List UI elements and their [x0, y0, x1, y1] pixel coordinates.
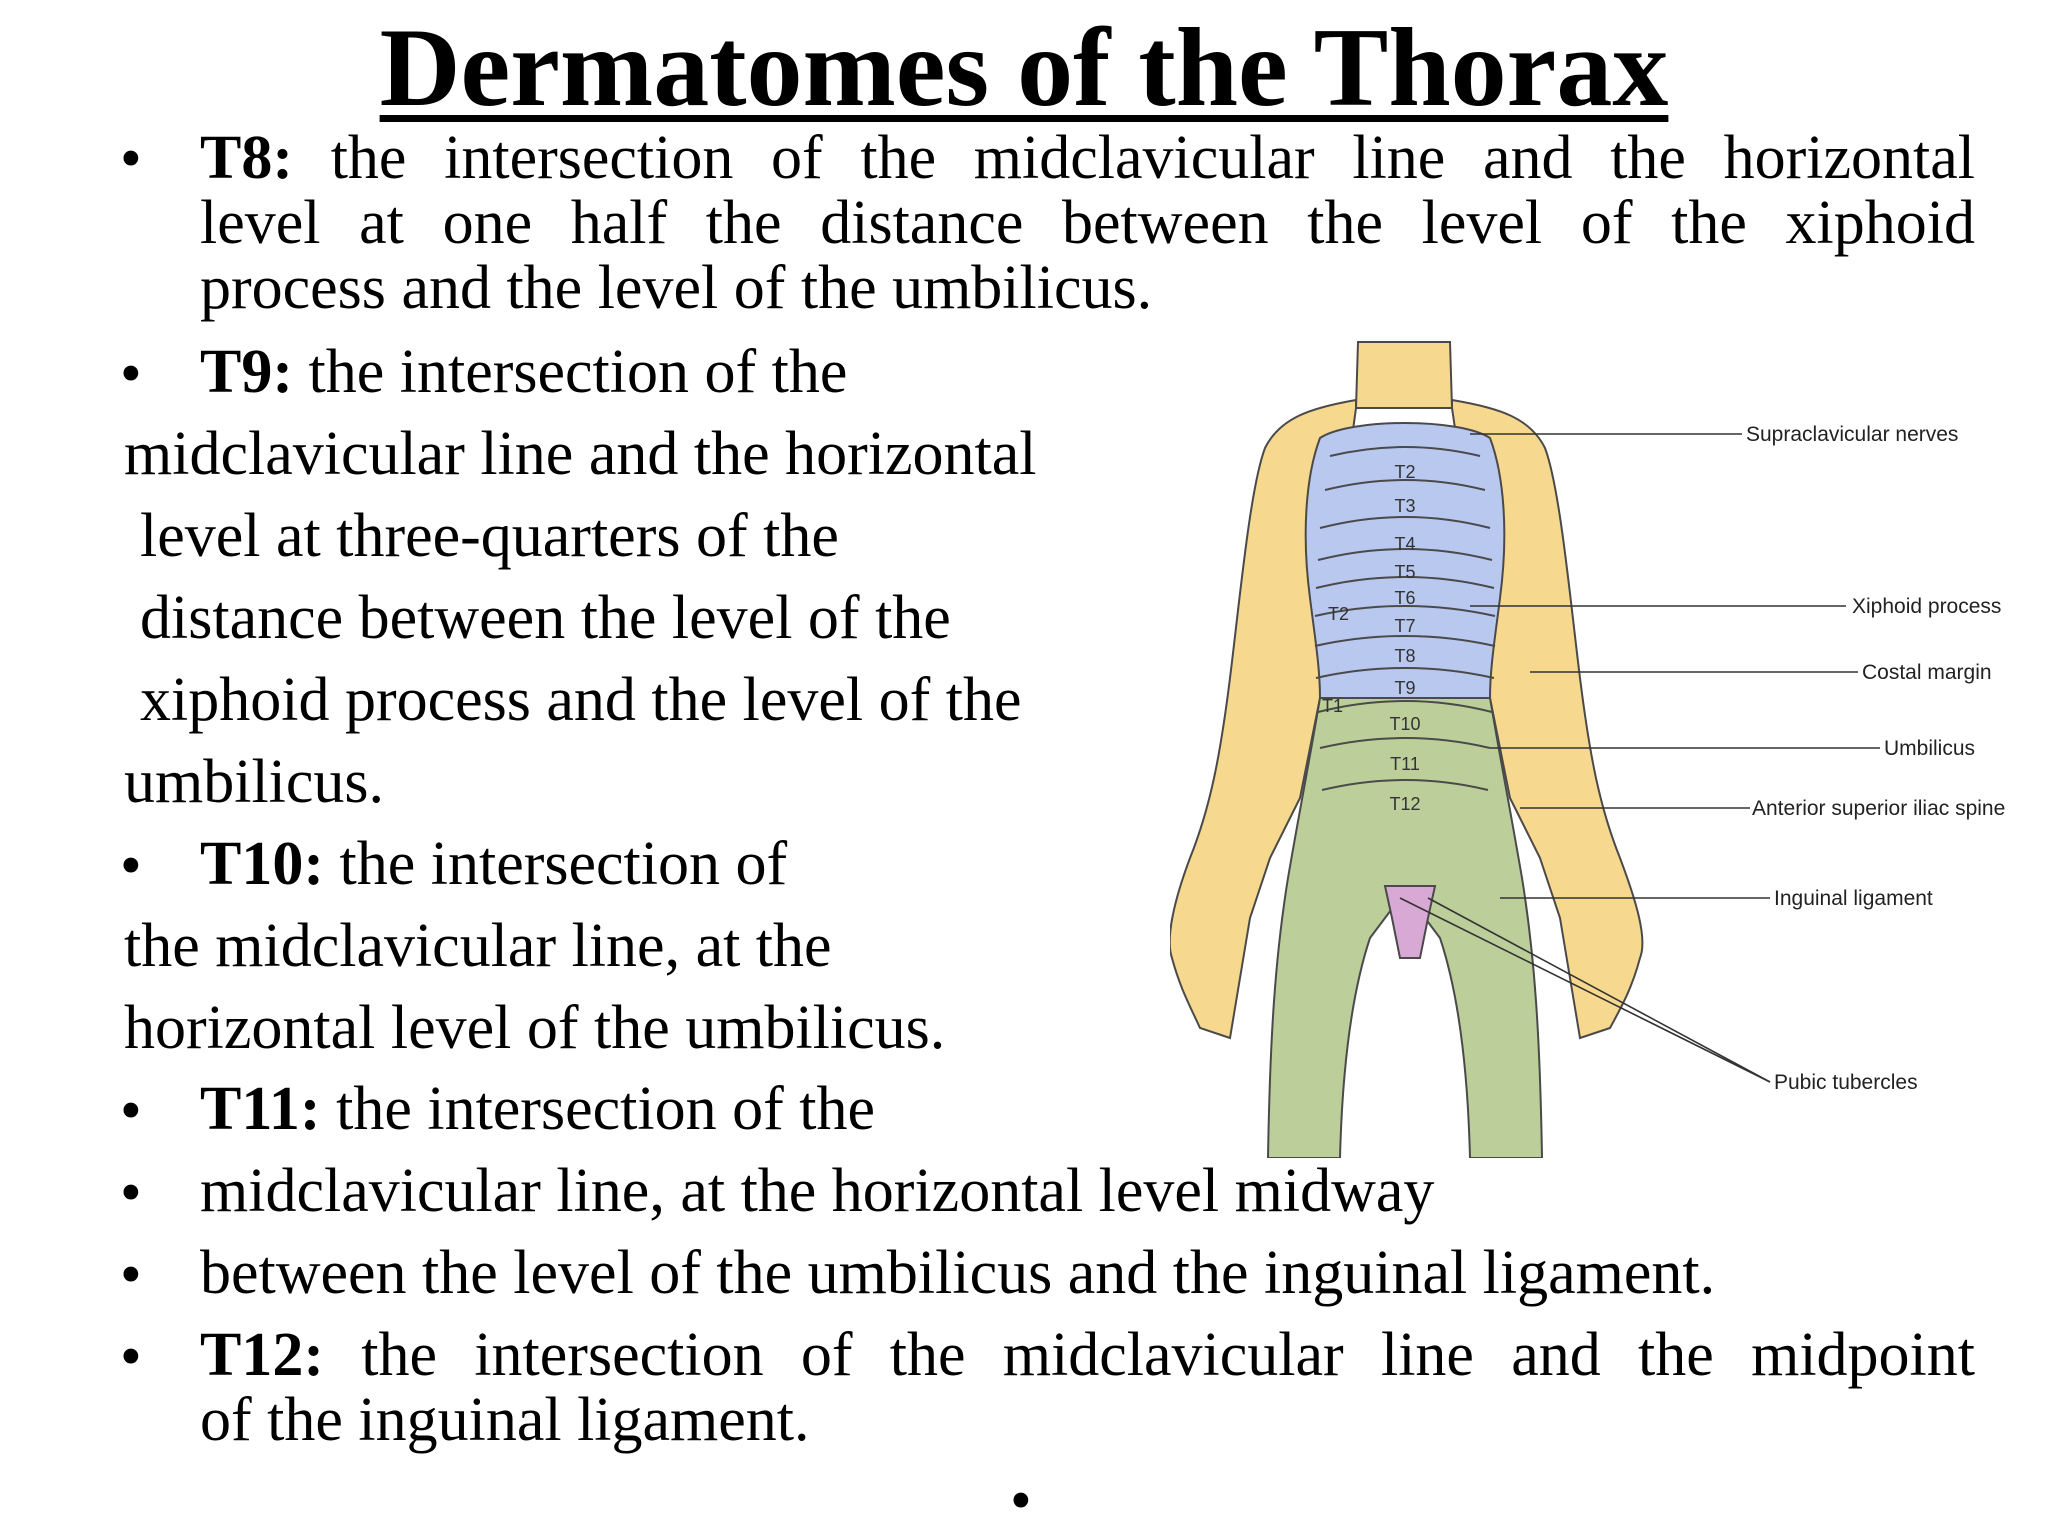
bullet-t11: •: [120, 1077, 142, 1145]
t11-line-1: T11: the intersection of the: [200, 1075, 875, 1143]
label-supraclavicular: Supraclavicular nerves: [1746, 423, 1958, 446]
t8-paragraph: T8: the intersection of the midclavicula…: [200, 126, 1975, 321]
trailing-bullet: •: [1010, 1467, 1032, 1535]
segment-label-t9: T9: [1394, 678, 1415, 698]
t10-line-2: the midclavicular line, at the: [124, 912, 832, 980]
bullet-t9: •: [120, 340, 142, 408]
label-inguinal: Inguinal ligament: [1774, 887, 1933, 910]
leader-lines: [1399, 433, 1880, 1083]
t8-label: T8:: [200, 124, 293, 192]
t9-label: T9:: [200, 338, 293, 406]
arm-label-t2: T2: [1328, 604, 1349, 624]
t8-line-3: process and the level of the umbilicus.: [200, 254, 1153, 322]
t11-label: T11:: [200, 1075, 321, 1143]
segment-label-t2: T2: [1394, 462, 1415, 482]
segment-label-t4: T4: [1394, 534, 1415, 554]
neck: [1354, 341, 1454, 409]
body-outline: [1170, 341, 1644, 1158]
t11-line-2: midclavicular line, at the horizontal le…: [200, 1157, 1435, 1225]
dermatome-bands: [1314, 446, 1496, 791]
t10-line-1: T10: the intersection of: [200, 830, 788, 898]
genital-region: [1383, 885, 1437, 959]
t12-line-2: of the inguinal ligament.: [200, 1386, 810, 1454]
segment-label-t5: T5: [1394, 562, 1415, 582]
t9-line-1: T9: the intersection of the: [200, 338, 848, 406]
label-xiphoid: Xiphoid process: [1852, 595, 2001, 618]
bullet-t12: •: [120, 1323, 142, 1391]
bullet-t11-2: •: [120, 1159, 142, 1227]
label-umbilicus: Umbilicus: [1884, 737, 1975, 760]
torso: [1304, 422, 1506, 699]
arm-label-t1: T1: [1322, 696, 1343, 716]
t10-line-3: horizontal level of the umbilicus.: [124, 994, 946, 1062]
t9-line-5: xiphoid process and the level of the: [140, 666, 1022, 734]
label-pubic: Pubic tubercles: [1774, 1071, 1918, 1094]
bullet-t11-3: •: [120, 1241, 142, 1309]
t9-line-3: level at three-quarters of the: [140, 502, 839, 570]
segment-label-t12: T12: [1389, 794, 1420, 814]
bullet-t10: •: [120, 832, 142, 900]
figure-labels: Supraclavicular nerves Xiphoid process C…: [1746, 423, 2005, 1094]
t9-line-6: umbilicus.: [124, 748, 385, 816]
t12-paragraph: T12: the intersection of the midclavicul…: [200, 1323, 1975, 1453]
page-title: Dermatomes of the Thorax: [379, 6, 1669, 130]
segment-label-t6: T6: [1394, 588, 1415, 608]
t10-label: T10:: [200, 830, 324, 898]
segment-label-t11: T11: [1390, 754, 1420, 774]
bullet-t8: •: [120, 125, 142, 193]
segment-label-t8: T8: [1394, 646, 1415, 666]
t12-line-1: T12: the intersection of the midclavicul…: [200, 1321, 1975, 1389]
t8-line-1: T8: the intersection of the midclavicula…: [200, 124, 1975, 192]
label-asis: Anterior superior iliac spine: [1752, 797, 2005, 820]
label-costal: Costal margin: [1862, 661, 1992, 684]
segment-label-t3: T3: [1394, 496, 1415, 516]
t11-line-3: between the level of the umbilicus and t…: [200, 1239, 1716, 1307]
segment-label-t10: T10: [1389, 714, 1420, 734]
t9-line-4: distance between the level of the: [140, 584, 951, 652]
t8-line-2: level at one half the distance between t…: [200, 189, 1975, 257]
t9-line-2: midclavicular line and the horizontal: [124, 420, 1037, 488]
t12-label: T12:: [200, 1321, 324, 1389]
segment-label-t7: T7: [1394, 616, 1415, 636]
